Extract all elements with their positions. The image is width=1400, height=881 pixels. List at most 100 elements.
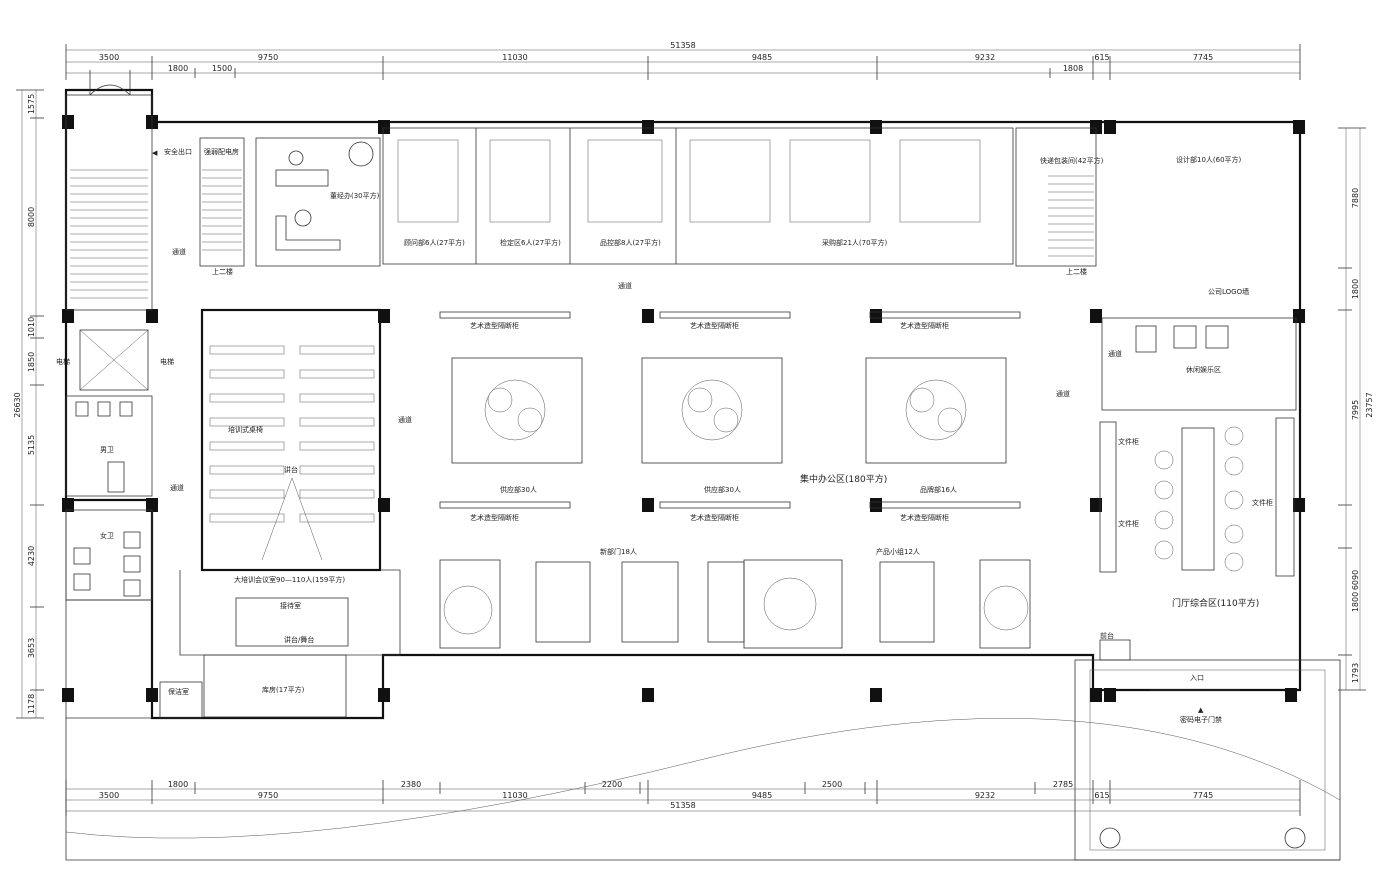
label-entry: 入口 [1190,674,1204,682]
left-core: 安全出口 ◀ 电梯 电梯 男卫 女卫 通道 [56,70,192,601]
label-warehouse: 库房(17平方) [262,685,305,694]
dim-left-6: 4230 [27,546,36,566]
label-corridor-right2: 通道 [1108,349,1122,358]
label-training-cabinet: 培训式桌椅 [228,425,263,434]
dim-bottom-sub-1: 1800 [168,780,188,789]
label-training-room: 大培训会议室90—110人(159平方) [234,575,345,584]
open-office: 艺术造型隔断柜 艺术造型隔断柜 艺术造型隔断柜 艺术造型隔断柜 艺术造型隔断柜 … [439,311,1070,649]
dim-bottom-6: 615 [1094,791,1109,800]
label-stage: 讲台/舞台 [284,635,314,644]
outer-walls [64,88,1341,861]
dim-bottom-5: 9232 [975,791,995,800]
label-new-dept: 新部门18人 [600,547,637,556]
dim-left-8: 1178 [27,694,36,714]
label-front-desk: 前台 [1100,631,1114,640]
note-shelf-2: 艺术造型隔断柜 [690,321,739,330]
note-shelf-4: 艺术造型隔断柜 [470,513,519,522]
note-cab-3: 文件柜 [1252,498,1273,507]
dim-right-5: 6090 [1351,570,1360,590]
dim-right-total: 23757 [1365,392,1374,417]
arrow-up-icon: ▲ [1198,706,1204,714]
right-zone: 公司LOGO墙 休闲娱乐区 通道 文件柜 文件柜 文件柜 门厅综合区(110平方… [1099,287,1297,724]
label-design: 设计部10人(60平方) [1176,155,1242,164]
dim-left-2: 8000 [27,207,36,227]
dim-top-1: 3500 [99,53,119,62]
label-supply-1: 供应部30人 [500,485,537,494]
label-stair-right: 上二楼 [1066,267,1087,276]
label-lounge: 休闲娱乐区 [1186,365,1221,374]
label-corridor-left2: 通道 [170,483,184,492]
dim-left-7: 3653 [27,638,36,658]
dim-bottom-sub-2: 2380 [401,780,421,789]
dim-bottom-2: 9750 [258,791,278,800]
note-shelf-1: 艺术造型隔断柜 [470,321,519,330]
dim-top-sub-2: 1500 [212,64,232,73]
label-corridor-right: 通道 [1056,389,1070,398]
label-female-wc: 女卫 [100,531,114,540]
label-lobby: 门厅综合区(110平方) [1172,597,1259,609]
dim-left-1: 1575 [27,94,36,114]
label-elevator-right: 电梯 [160,357,174,366]
arrow-left-icon: ◀ [152,149,158,157]
dim-right-2: 1800 [1351,279,1360,299]
dim-bottom-sub-4: 2500 [822,780,842,789]
dim-total-bottom: 51358 [670,801,695,810]
note-shelf-5: 艺术造型隔断柜 [690,513,739,522]
label-corridor-left: 通道 [172,247,186,256]
label-qc: 检定区6人(27平方) [500,238,561,247]
dim-right-1: 7880 [1351,188,1360,208]
dim-right-6: 1793 [1351,663,1360,683]
dim-top-4: 9485 [752,53,772,62]
label-meeting-small: 接待室 [280,601,301,610]
label-strong-room: 强弱配电房 [204,147,239,156]
dim-top-7: 7745 [1193,53,1213,62]
dim-top-3: 11030 [502,53,527,62]
note-shelf-3: 艺术造型隔断柜 [900,321,949,330]
label-admin: 顾问部6人(27平方) [404,238,465,247]
dim-bottom-sub-5: 2785 [1053,780,1073,789]
dim-left-3: 1010 [27,317,36,337]
dim-bottom-sub-3: 2200 [602,780,622,789]
dim-total-top: 51358 [670,41,695,50]
label-product-team: 产品小组12人 [876,547,920,556]
dim-top-2: 9750 [258,53,278,62]
label-training-desk: 讲台 [284,465,298,474]
dim-right-4: 1800 [1351,592,1360,612]
label-male-wc: 男卫 [100,446,114,454]
note-cab-1: 文件柜 [1118,437,1139,446]
dim-left-total: 26630 [13,392,22,417]
label-cleaner: 保洁室 [168,687,189,696]
dim-top-sub-3: 1808 [1063,64,1083,73]
label-elevator-left: 电梯 [56,357,70,366]
dim-left-5: 5135 [27,435,36,455]
label-express: 快递包装间(42平方) [1040,156,1104,165]
label-ceo-office: 董经办(30平方) [330,191,380,200]
dim-left-4: 1850 [27,352,36,372]
label-stair-left: 上二楼 [212,267,233,276]
label-purchase: 采购部21人(70平方) [822,238,888,247]
note-cab-2: 文件柜 [1118,519,1139,528]
dim-right-3: 7995 [1351,400,1360,420]
structural-columns [62,115,1305,702]
label-logistics: 品牌部16人 [920,485,957,494]
label-entrance: 密码电子门禁 [1180,715,1222,724]
dim-top-sub-1: 1800 [168,64,188,73]
dim-bottom-1: 3500 [99,791,119,800]
top-rooms: 强弱配电房 上二楼 通道 董经办(30平方) [172,127,1242,290]
right-dimensions: 7880 1800 7995 1800 6090 1793 23757 [1338,127,1374,691]
label-company-logo: 公司LOGO墙 [1208,287,1249,296]
dim-top-5: 9232 [975,53,995,62]
label-open-office: 集中办公区(180平方) [800,473,887,485]
label-safety-exit: 安全出口 [164,147,192,156]
label-supply-2: 供应部30人 [704,485,741,494]
bottom-dimensions: 1800 2380 2200 2500 2785 3500 9750 11030… [65,780,1301,816]
note-shelf-6: 艺术造型隔断柜 [900,513,949,522]
dim-bottom-4: 9485 [752,791,772,800]
top-dimensions: 51358 3500 9750 11030 9485 9232 615 7745… [65,41,1301,80]
training-room: 培训式桌椅 讲台 大培训会议室90—110人(159平方) 接待室 讲台/舞台 … [159,308,412,719]
label-corridor-mid: 通道 [398,415,412,424]
label-pm: 品控部8人(27平方) [600,238,661,247]
dim-top-6: 615 [1094,53,1109,62]
label-corridor-top: 通道 [618,281,632,290]
